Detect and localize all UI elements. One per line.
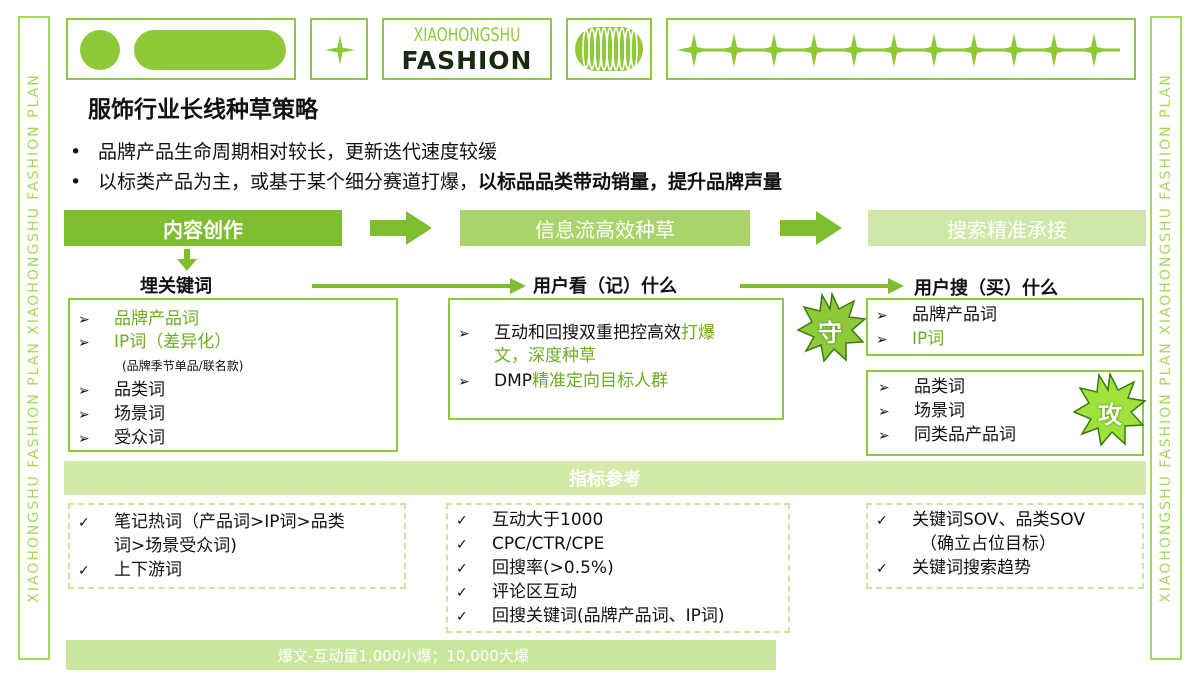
list-item: ✓关键词SOV、品类SOV: [876, 510, 1086, 530]
arrow-bullet-icon: ➢: [878, 428, 890, 444]
arrow-bullet-icon: ➢: [78, 383, 90, 399]
stage-arrow-right-icon: [780, 211, 842, 245]
sparkle-row-icon: [677, 33, 1120, 67]
footer-note-bar: 爆文-互动量1,000小爆；10,000大爆: [66, 640, 776, 670]
metric-box-keywords: [68, 503, 406, 589]
arrow-bullet-icon: ➢: [876, 308, 888, 324]
header-pill-tile: [66, 18, 296, 80]
check-icon: ✓: [456, 609, 468, 625]
check-icon: ✓: [456, 585, 468, 601]
page-title: 服饰行业长线种草策略: [88, 97, 318, 123]
list-item: ✓上下游词: [78, 560, 182, 580]
attack-badge-text: 攻: [1098, 401, 1122, 429]
logo-bottom-text: FASHION: [401, 46, 533, 75]
list-item: ➢同类品产品词: [878, 425, 1016, 445]
stage-feed-seeding: 信息流高效种草: [460, 210, 750, 246]
header-logo-tile: XIAOHONGSHU FASHION: [382, 18, 552, 80]
flow-arrow-icon: [740, 278, 904, 294]
list-item: ✓笔记热词（产品词>IP词>品类: [78, 512, 345, 532]
list-item: ➢场景词: [78, 404, 165, 424]
sparkle-icon: [325, 35, 355, 65]
circle-shape: [80, 30, 120, 70]
check-icon: ✓: [456, 561, 468, 577]
pill-shape: [134, 30, 286, 70]
list-item: ➢IP词: [876, 329, 945, 349]
list-item: ✓回搜率(>0.5%): [456, 558, 614, 578]
check-icon: ✓: [456, 513, 468, 529]
bullet-1: • 品牌产品生命周期相对较长，更新迭代速度较缓: [70, 137, 497, 164]
list-item: ➢互动和回搜双重把控高效打爆: [458, 323, 715, 343]
bullet-marker: •: [70, 171, 82, 193]
list-item: ➢场景词: [878, 401, 965, 421]
check-icon: ✓: [876, 513, 888, 529]
list-item: ✓互动大于1000: [456, 510, 604, 530]
arrow-bullet-icon: ➢: [78, 407, 90, 423]
stage-arrow-right-icon: [370, 211, 432, 245]
left-side-text: XIAOHONGSHU FASHION PLAN XIAOHONGSHU FAS…: [26, 73, 42, 603]
arrow-bullet-icon: ➢: [878, 380, 890, 396]
coil-icon: [575, 27, 643, 71]
view-box: [448, 298, 784, 420]
list-item: ➢品类词: [878, 377, 965, 397]
bullet-1-text: 品牌产品生命周期相对较长，更新迭代速度较缓: [98, 141, 498, 163]
arrow-bullet-icon: ➢: [78, 312, 90, 328]
arrow-bullet-icon: ➢: [878, 404, 890, 420]
check-icon: ✓: [876, 561, 888, 577]
arrow-bullet-icon: ➢: [78, 335, 90, 351]
attack-starburst-icon: [1072, 372, 1147, 447]
bullet-2-text: 以标类产品为主，或基于某个细分赛道打爆，: [98, 171, 479, 193]
subhead-keywords: 埋关键词: [140, 276, 212, 297]
arrow-bullet-icon: ➢: [458, 326, 470, 342]
list-item-continuation: 词>场景受众词): [114, 536, 237, 556]
list-item: ➢品牌产品词: [876, 305, 997, 325]
keywords-box: [68, 298, 398, 452]
list-item-continuation: （确立占位目标）: [920, 534, 1056, 554]
down-arrow-icon: [177, 249, 197, 271]
bullet-marker: •: [70, 141, 82, 163]
arrow-bullet-icon: ➢: [876, 332, 888, 348]
search-top-box: [866, 298, 1144, 356]
stage-search-conversion: 搜索精准承接: [868, 210, 1146, 246]
bullet-2-bold-text: 以标品品类带动销量，提升品牌声量: [478, 171, 783, 193]
list-item: ➢品牌产品词: [78, 309, 199, 329]
list-item: ➢IP词（差异化）: [78, 332, 232, 352]
bullet-2: • 以标类产品为主，或基于某个细分赛道打爆，以标品品类带动销量，提升品牌声量: [70, 167, 782, 194]
list-item: ✓关键词搜索趋势: [876, 558, 1031, 578]
arrow-bullet-icon: ➢: [78, 431, 90, 447]
metrics-bar: 指标参考: [64, 461, 1146, 495]
check-icon: ✓: [78, 563, 90, 579]
stage-content-creation: 内容创作: [64, 210, 342, 246]
defend-starburst-icon: [796, 292, 867, 363]
list-item: ➢品类词: [78, 380, 165, 400]
metric-box-interaction: [446, 503, 790, 633]
check-icon: ✓: [456, 537, 468, 553]
subhead-user-view: 用户看（记）什么: [533, 276, 677, 297]
right-side-strip: XIAOHONGSHU FASHION PLAN XIAOHONGSHU FAS…: [1150, 16, 1182, 660]
check-icon: ✓: [78, 515, 90, 531]
header-star-tile: [310, 18, 368, 80]
logo-top-text: XIAOHONGSHU: [413, 24, 521, 46]
list-item-continuation: 文，深度种草: [494, 346, 596, 366]
list-item: ➢受众词: [78, 428, 165, 448]
arrow-bullet-icon: ➢: [458, 374, 470, 390]
left-side-strip: XIAOHONGSHU FASHION PLAN XIAOHONGSHU FAS…: [18, 16, 50, 660]
list-item: ➢DMP精准定向目标人群: [458, 371, 669, 391]
list-item: ✓CPC/CTR/CPE: [456, 534, 605, 554]
header-sparkles-tile: [666, 18, 1136, 80]
list-item: ✓回搜关键词(品牌产品词、IP词): [456, 606, 725, 626]
list-item: ✓评论区互动: [456, 582, 577, 602]
header-coil-tile: [566, 18, 652, 80]
defend-badge-text: 守: [818, 319, 842, 347]
right-side-text: XIAOHONGSHU FASHION PLAN XIAOHONGSHU FAS…: [1158, 73, 1174, 603]
flow-arrow-icon: [312, 278, 526, 294]
list-item-note: (品牌季节单品/联名款): [122, 359, 244, 373]
subhead-user-search: 用户搜（买）什么: [914, 278, 1058, 299]
metric-box-search: [866, 503, 1144, 589]
